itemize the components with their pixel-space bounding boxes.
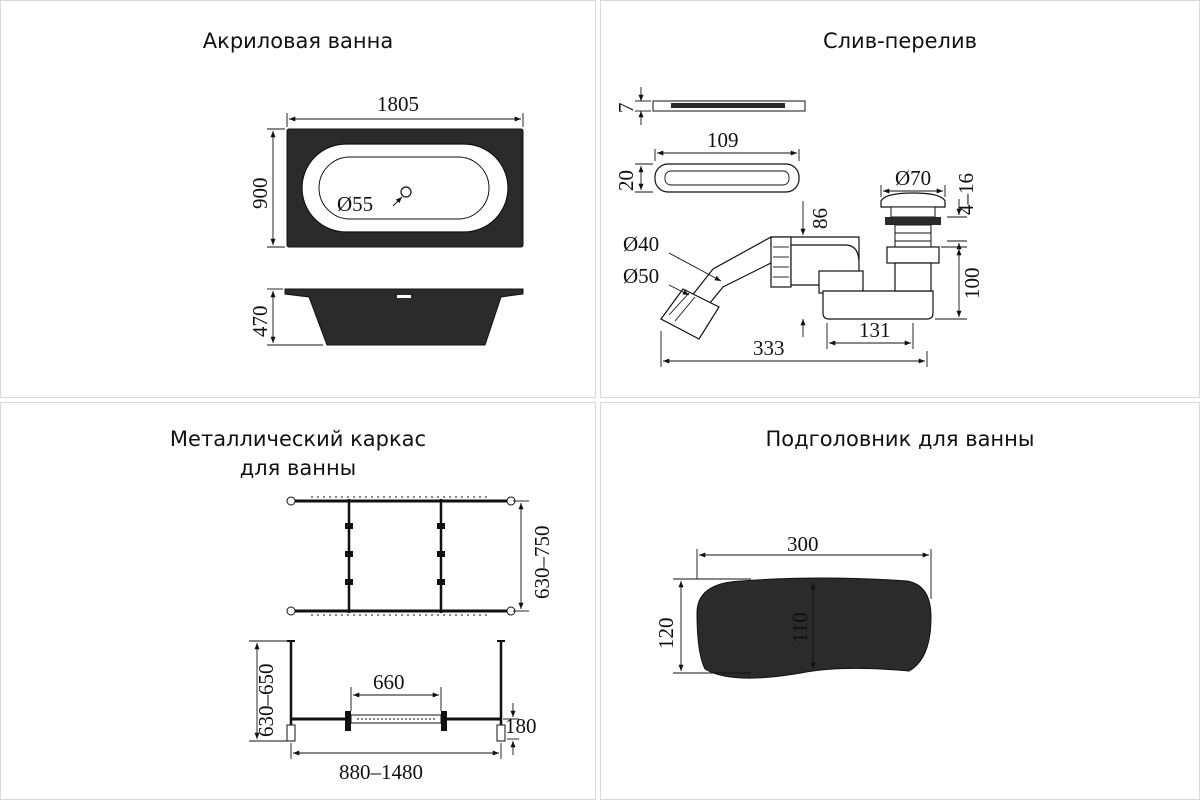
drain-hole-icon — [400, 186, 412, 198]
bathtub-side-view — [284, 288, 524, 346]
dim-20: 20 — [614, 170, 638, 191]
frame-side-view — [286, 640, 506, 742]
frame-title-line2: для ванны — [239, 456, 357, 480]
frame-panel: Металлический каркас для ванны — [0, 402, 596, 800]
dim-d50: Ø50 — [623, 264, 659, 288]
dim-180: 180 — [505, 714, 537, 738]
frame-top-view — [286, 496, 516, 616]
dim-100: 100 — [960, 268, 984, 300]
dim-110: 110 — [788, 612, 812, 643]
bathtub-panel: Акриловая ванна Ø55 1805 900 — [0, 0, 596, 398]
headrest-shape — [696, 577, 932, 679]
dim-630-650: 630–650 — [254, 664, 278, 738]
drain-panel: Слив-перелив 7 109 20 — [600, 0, 1200, 398]
dim-109: 109 — [707, 128, 739, 152]
dim-height: 470 — [248, 306, 272, 338]
dim-131: 131 — [859, 318, 891, 342]
dim-300: 300 — [787, 532, 819, 556]
dim-86: 86 — [808, 208, 832, 229]
dim-630-750: 630–750 — [530, 526, 554, 600]
headrest-drawing: 300 120 110 — [654, 532, 932, 679]
headrest-panel: Подголовник для ванны 300 120 110 — [600, 402, 1200, 800]
dim-d40: Ø40 — [623, 232, 659, 256]
dim-length: 1805 — [377, 92, 419, 116]
drain-valve — [880, 192, 946, 292]
overflow-elbow-pipe — [660, 236, 864, 340]
dim-333: 333 — [753, 336, 785, 360]
dim-660: 660 — [373, 670, 405, 694]
drain-title: Слив-перелив — [822, 29, 978, 53]
dim-7: 7 — [614, 103, 638, 114]
dim-drain: Ø55 — [337, 192, 373, 216]
dim-width: 900 — [248, 178, 272, 210]
dim-880-1480: 880–1480 — [339, 760, 423, 784]
dim-d70: Ø70 — [895, 166, 931, 190]
headrest-title: Подголовник для ванны — [765, 427, 1035, 451]
bathtub-drawing: Ø55 1805 900 470 — [248, 92, 524, 346]
dim-120: 120 — [654, 618, 678, 650]
frame-title-line1: Металлический каркас — [169, 427, 427, 451]
frame-drawing: 630–750 630–650 660 — [249, 496, 554, 784]
drain-trap — [822, 290, 934, 320]
drain-drawing: 7 109 20 — [614, 87, 984, 367]
bathtub-title: Акриловая ванна — [202, 29, 394, 53]
dim-4-16: 4–16 — [954, 173, 978, 215]
